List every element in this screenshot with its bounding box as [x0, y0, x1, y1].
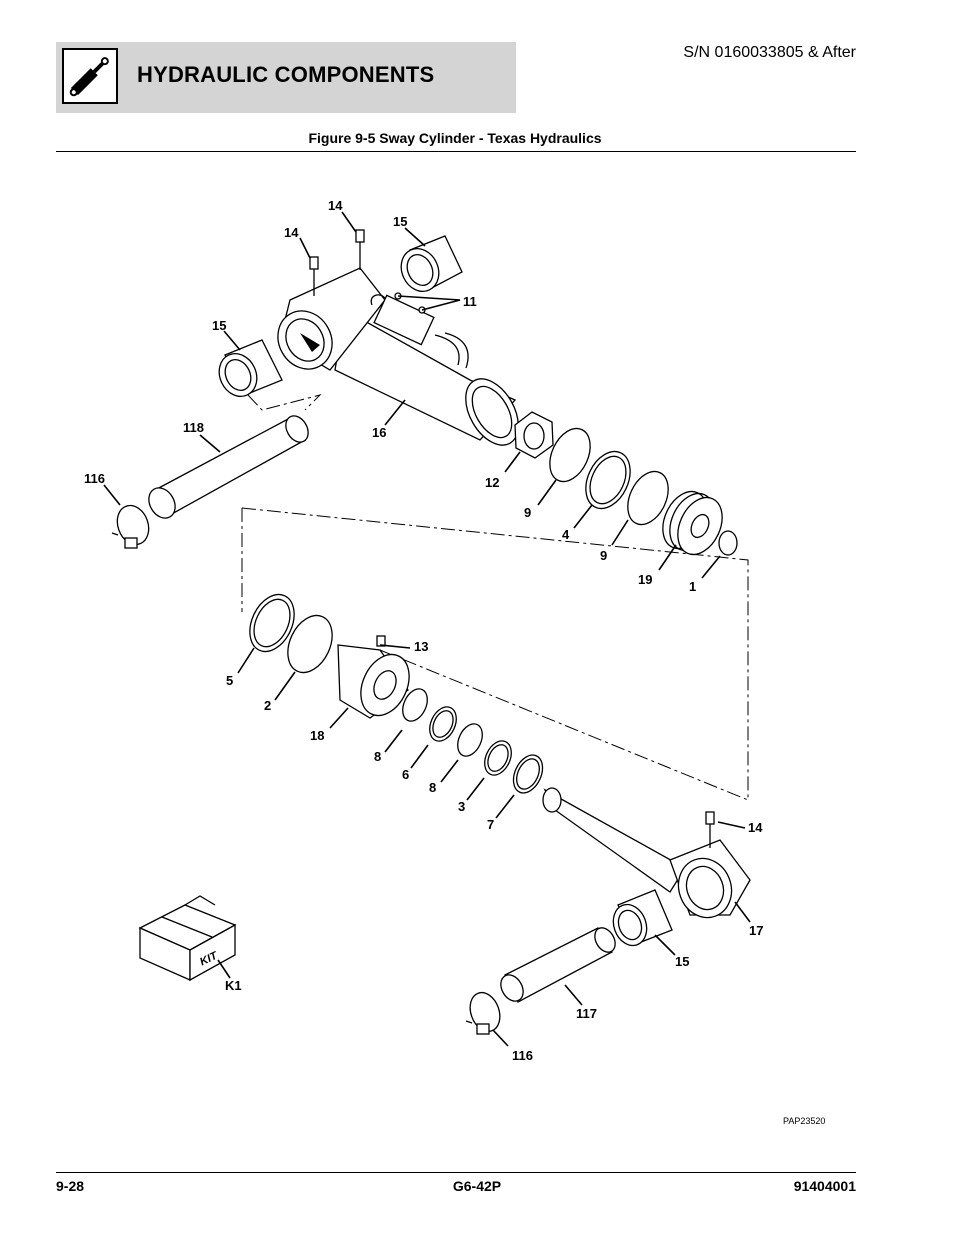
o-ring-1: [718, 530, 738, 556]
callout: 1: [689, 579, 696, 594]
header-divider: [56, 151, 856, 152]
rod-with-eye-17: [542, 787, 751, 919]
piston-19: [662, 490, 723, 556]
callout: 5: [226, 673, 233, 688]
callout: 14: [748, 820, 763, 835]
callout: 15: [675, 954, 689, 969]
callout: 6: [402, 767, 409, 782]
callout: 3: [458, 799, 465, 814]
bushing-lower: [612, 889, 673, 947]
footer-divider: [56, 1172, 856, 1173]
kit-box-icon: KIT: [138, 895, 237, 982]
callout: 12: [485, 475, 499, 490]
callout: 15: [212, 318, 226, 333]
callout: 16: [372, 425, 386, 440]
callout: 116: [512, 1048, 533, 1063]
callout: 116: [84, 471, 105, 486]
publication-number: 91404001: [793, 1178, 856, 1194]
callout: 18: [310, 728, 324, 743]
bushing-upper-right: [400, 235, 463, 292]
wiper-8-lower: [457, 723, 483, 757]
seal-4: [585, 450, 631, 510]
callout: 8: [429, 780, 436, 795]
callout: 9: [600, 548, 607, 563]
callout: 17: [749, 923, 763, 938]
section-header-banner: [56, 42, 516, 113]
o-ring-2: [287, 614, 333, 674]
snap-ring-116-lower: [465, 991, 501, 1035]
grease-fittings-upper: [309, 229, 365, 296]
callout: 14: [284, 225, 299, 240]
seal-9-lower: [627, 470, 669, 526]
seal-5: [249, 593, 295, 653]
seal-3: [484, 740, 512, 776]
callout: 11: [463, 294, 477, 309]
model-number: G6-42P: [452, 1178, 502, 1194]
seal-6: [429, 706, 457, 742]
cylinder-barrel: [277, 267, 519, 446]
callout: 13: [414, 639, 428, 654]
wiper-8-upper: [402, 688, 428, 722]
callout: 9: [524, 505, 531, 520]
callout-labels: 14 14 15 11 15 16 118 116 12 9 4 9 19 1 …: [84, 198, 763, 1063]
callout: 2: [264, 698, 271, 713]
figure-reference-code: PAP23520: [783, 1116, 825, 1126]
head-18: [337, 635, 410, 719]
leader-lines: [103, 211, 751, 1047]
callout: 14: [328, 198, 343, 213]
callout: 19: [638, 572, 652, 587]
callout: 7: [487, 817, 494, 832]
callout: 8: [374, 749, 381, 764]
page-number: 9-28: [56, 1178, 85, 1194]
callout: 117: [576, 1006, 597, 1021]
hydraulic-cylinder-icon: [62, 48, 118, 104]
bushing-upper-left: [218, 339, 283, 397]
figure-title: Figure 9-5 Sway Cylinder - Texas Hydraul…: [308, 130, 602, 146]
serial-number: S/N 0160033805 & After: [683, 44, 856, 61]
callout: 118: [183, 420, 204, 435]
pin-117: [500, 927, 616, 1003]
seal-9-upper: [549, 427, 591, 483]
seal-7: [512, 754, 544, 794]
pin-118: [148, 415, 309, 519]
callout: K1: [225, 978, 242, 993]
nut-12: [514, 411, 554, 459]
snap-ring-116-upper: [111, 504, 150, 549]
section-title: HYDRAULIC COMPONENTS: [137, 62, 435, 87]
callout: 15: [393, 214, 407, 229]
callout: 4: [562, 527, 570, 542]
